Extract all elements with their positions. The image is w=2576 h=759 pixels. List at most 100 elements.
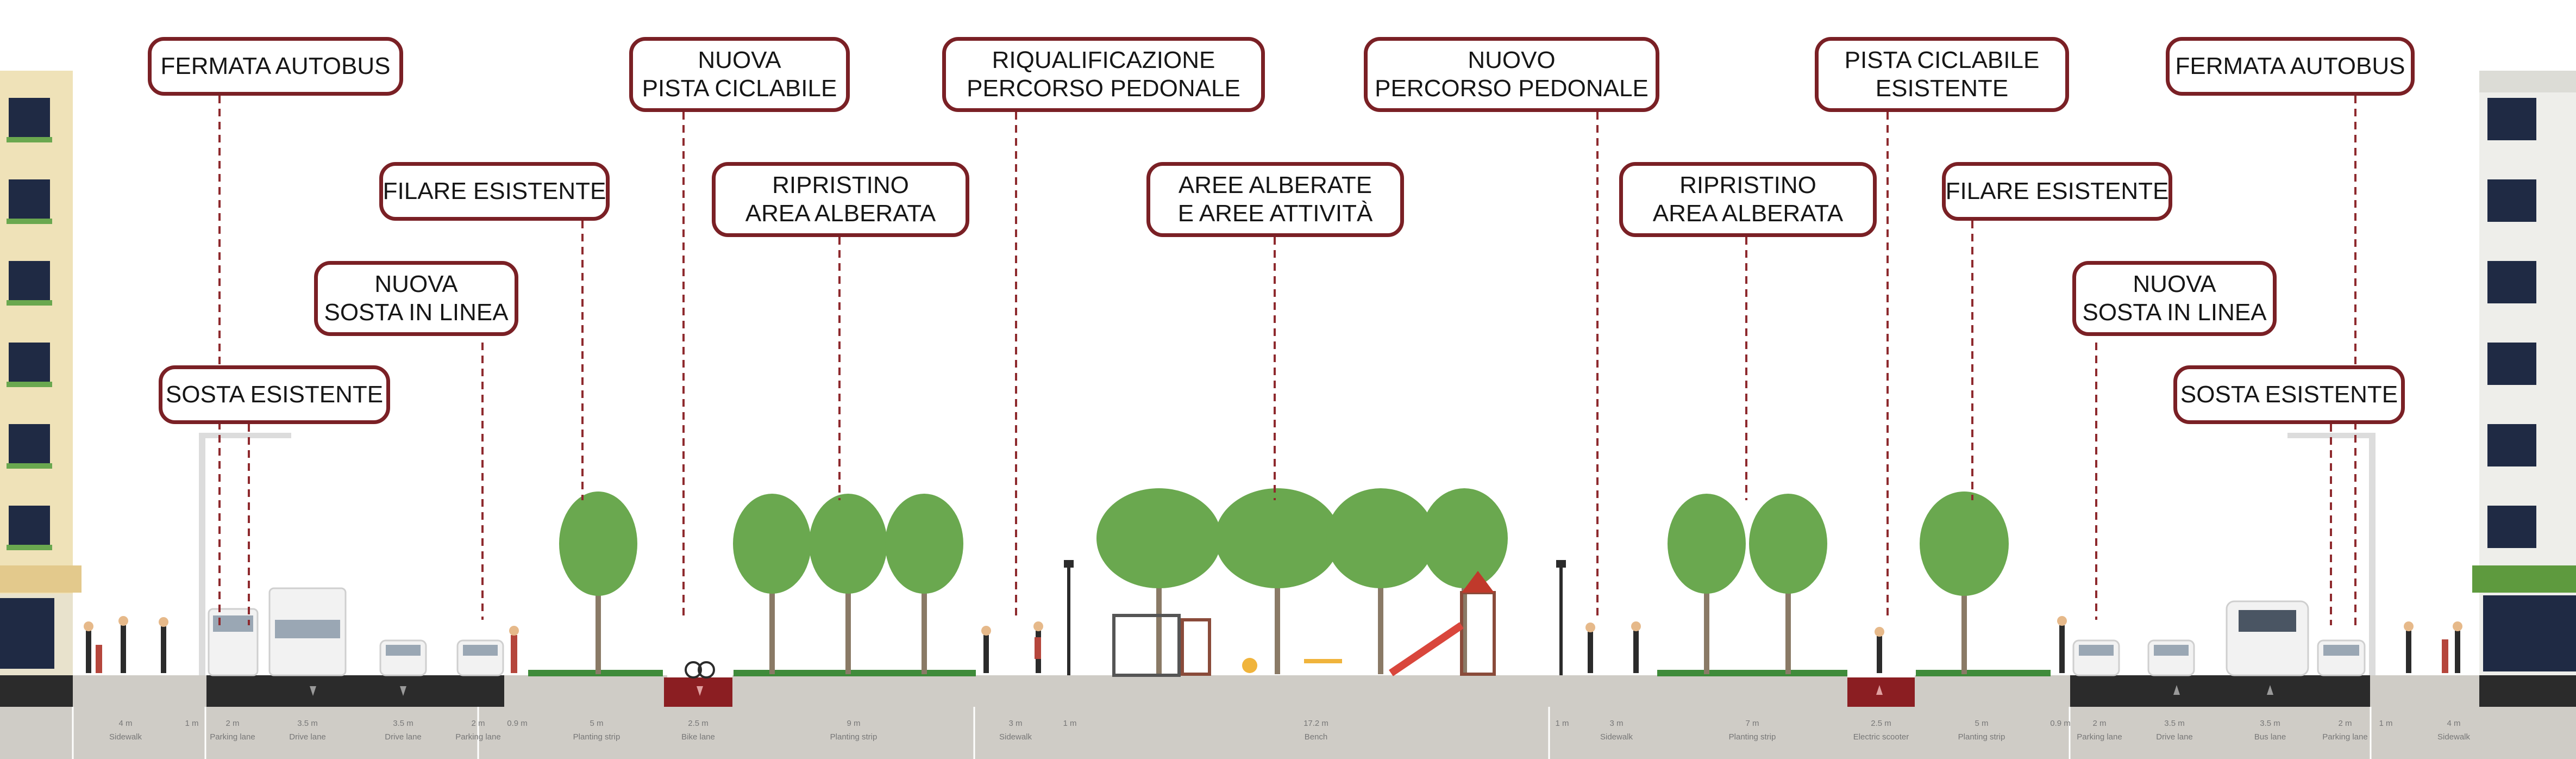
callout-text-line: SOSTA IN LINEA <box>324 299 509 326</box>
segment-label: 2 m Parking lane <box>2318 707 2372 759</box>
segment-name: Drive lane <box>385 732 422 742</box>
segment-label: 2 m Parking lane <box>205 707 260 759</box>
segment-label: 2 m Parking lane <box>2072 707 2127 759</box>
callout-text-line: SOSTA ESISTENTE <box>2180 381 2398 408</box>
callout-text-line: NUOVA <box>698 47 781 73</box>
callout-text-line: PISTA CICLABILE <box>642 75 837 102</box>
segment-width: 5 m <box>1975 719 1989 728</box>
segment-width: 4 m <box>2447 719 2461 728</box>
callout-ripristino-area-alberata-left: RIPRISTINO AREA ALBERATA <box>712 162 969 237</box>
segment-width: 2 m <box>2338 719 2352 728</box>
segment-label: 3.5 m Drive lane <box>260 707 355 759</box>
trees <box>559 488 2009 674</box>
callout-nuova-sosta-in-linea-right: NUOVA SOSTA IN LINEA <box>2072 261 2277 336</box>
lane-arrows <box>310 685 2273 696</box>
building-left <box>0 71 82 675</box>
segment-label: 3.5 m Drive lane <box>355 707 451 759</box>
callout-text-line: NUOVA <box>374 271 458 297</box>
segment-width: 1 m <box>2379 719 2393 728</box>
callout-text-line: FILARE ESISTENTE <box>383 178 606 204</box>
callout-ripristino-area-alberata-right: RIPRISTINO AREA ALBERATA <box>1619 162 1877 237</box>
segment-label: 5 m Planting strip <box>1915 707 2048 759</box>
callout-fermata-autobus-left: FERMATA AUTOBUS <box>148 37 403 96</box>
pedestrians <box>84 616 2462 679</box>
callout-text-line: NUOVA <box>2133 271 2216 297</box>
road-surface-left <box>206 675 504 707</box>
segment-name: Parking lane <box>455 732 501 742</box>
segment-name: Parking lane <box>210 732 255 742</box>
segment-label: 9 m Planting strip <box>732 707 975 759</box>
segment-width: 9 m <box>847 719 861 728</box>
playground <box>1112 571 1496 677</box>
callout-nuova-pista-ciclabile: NUOVA PISTA CICLABILE <box>629 37 850 112</box>
street-lamp-right <box>2287 433 2376 675</box>
segment-label: 17.2 m Bench <box>1083 707 1549 759</box>
segment-label: 1 m <box>1549 707 1576 759</box>
segment-width: 1 m <box>185 719 199 728</box>
callout-filare-esistente-right: FILARE ESISTENTE <box>1942 162 2172 221</box>
segment-width: 0.9 m <box>2050 719 2071 728</box>
segment-name: Parking lane <box>2077 732 2122 742</box>
callout-filare-esistente-left: FILARE ESISTENTE <box>379 162 610 221</box>
callout-text-line: RIPRISTINO <box>772 172 909 198</box>
segment-width: 3.5 m <box>393 719 413 728</box>
callout-fermata-autobus-right: FERMATA AUTOBUS <box>2166 37 2415 96</box>
segment-name: Planting strip <box>1958 732 2005 742</box>
callout-text-line: NUOVO <box>1468 47 1556 73</box>
segment-name: Sidewalk <box>999 732 1032 742</box>
callout-text-line: PERCORSO PEDONALE <box>1375 75 1649 102</box>
callout-text-line: AREA ALBERATA <box>745 200 936 227</box>
callout-text-line: FILARE ESISTENTE <box>1945 178 2169 204</box>
segment-width: 7 m <box>1745 719 1759 728</box>
segment-width: 3.5 m <box>297 719 318 728</box>
callout-text-line: AREA ALBERATA <box>1652 200 1844 227</box>
callout-text-line: PISTA CICLABILE <box>1844 47 2040 73</box>
callout-sosta-esistente-right: SOSTA ESISTENTE <box>2173 365 2405 424</box>
callout-text-line: AREE ALBERATE <box>1178 172 1372 198</box>
callout-text-line: FERMATA AUTOBUS <box>2175 53 2405 79</box>
segment-label: 0.9 m <box>505 707 529 759</box>
segment-name: Parking lane <box>2322 732 2368 742</box>
segment-width: 3.5 m <box>2164 719 2185 728</box>
segment-name: Electric scooter <box>1853 732 1909 742</box>
segment-label: 1 m <box>2372 707 2399 759</box>
segment-name: Sidewalk <box>109 732 142 742</box>
segment-label: 0.9 m <box>2048 707 2072 759</box>
segment-name: Bike lane <box>681 732 715 742</box>
segment-width: 3 m <box>1609 719 1624 728</box>
callout-sosta-esistente-left: SOSTA ESISTENTE <box>159 365 390 424</box>
segment-width: 17.2 m <box>1303 719 1328 728</box>
bike-lane-surface <box>664 677 732 707</box>
segment-label: 4 m Sidewalk <box>2399 707 2508 759</box>
park-lamps <box>1064 560 1566 675</box>
segment-name: Bench <box>1304 732 1328 742</box>
callout-text-line: ESISTENTE <box>1875 75 2009 102</box>
callout-text-line: SOSTA ESISTENTE <box>165 381 384 408</box>
segment-width: 2 m <box>2092 719 2107 728</box>
segment-name: Drive lane <box>289 732 326 742</box>
street-lamp-left <box>199 433 291 675</box>
segment-width: 3.5 m <box>2260 719 2280 728</box>
callout-text-line: SOSTA IN LINEA <box>2082 299 2267 326</box>
segment-width: 2 m <box>471 719 485 728</box>
segment-name: Sidewalk <box>2437 732 2471 742</box>
callout-text-line: RIQUALIFICAZIONE <box>992 47 1215 73</box>
segment-labels: 4 m Sidewalk 1 m 2 m Parking lane 3.5 m Dri… <box>0 707 2576 759</box>
road-surface-right <box>2070 675 2370 707</box>
segment-width: 2 m <box>225 719 240 728</box>
callout-nuovo-percorso-pedonale: NUOVO PERCORSO PEDONALE <box>1364 37 1659 112</box>
segment-label: 1 m <box>1056 707 1083 759</box>
segment-width: 0.9 m <box>507 719 528 728</box>
segment-name: Planting strip <box>830 732 878 742</box>
planting-strip-surface-1 <box>504 675 667 707</box>
segment-name: Sidewalk <box>1600 732 1633 742</box>
segment-dividers <box>72 707 2372 759</box>
